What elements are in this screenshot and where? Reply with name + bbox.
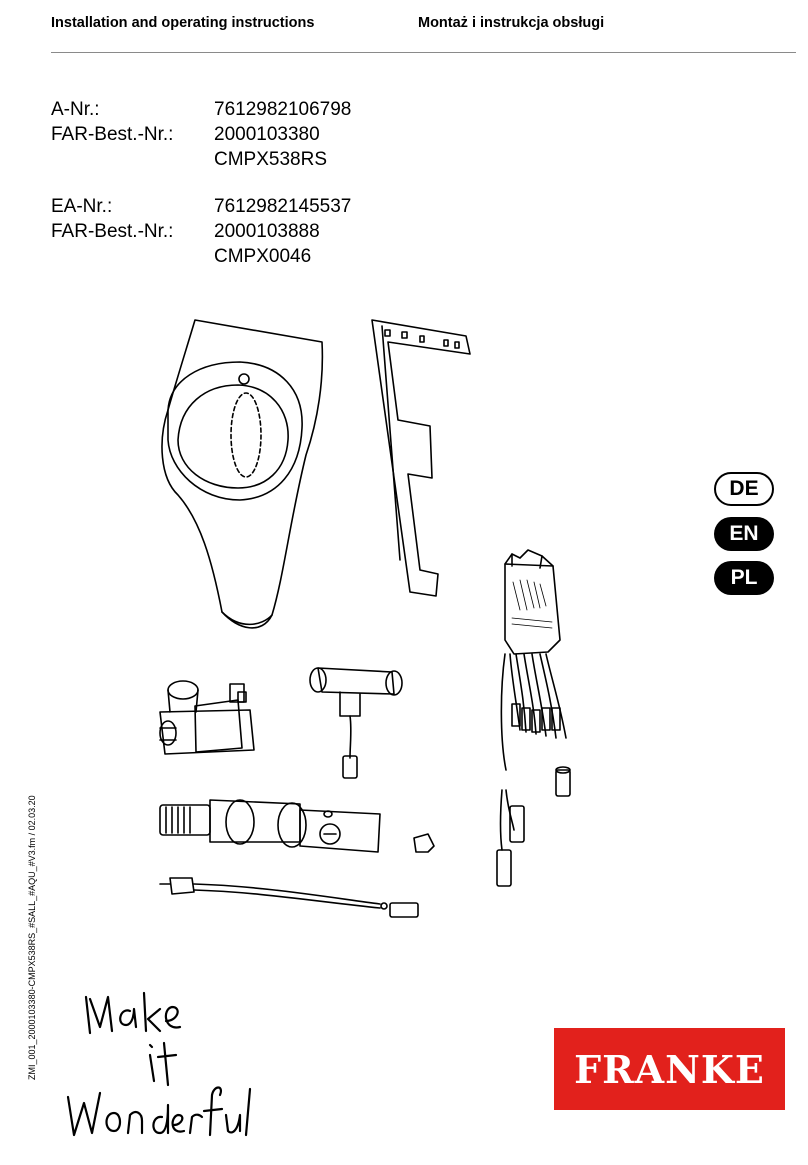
article-value: 7612982106798 <box>214 99 352 120</box>
article-value: 2000103380 <box>214 124 320 145</box>
language-badge-pl[interactable]: PL <box>714 561 774 595</box>
flow-connector-drawing <box>159 799 381 853</box>
mounting-bracket-drawing <box>371 319 471 597</box>
document-code: ZMI_001_2000103380-CMPX538RS_#SALL_#AQU_… <box>27 795 37 1080</box>
article-value: 7612982145537 <box>214 196 352 217</box>
article-value: 2000103888 <box>214 221 320 242</box>
small-fitting-drawing <box>413 833 435 853</box>
article-value: CMPX538RS <box>214 149 327 170</box>
language-badge-de[interactable]: DE <box>714 472 774 506</box>
article-value: CMPX0046 <box>214 246 312 267</box>
article-label: EA-Nr.: <box>51 196 113 217</box>
control-box-drawing <box>496 549 571 887</box>
header-title-pl: Montaż i instrukcja obsługi <box>418 15 605 31</box>
article-label: FAR-Best.-Nr.: <box>51 124 174 145</box>
t-connector-drawing <box>309 667 403 779</box>
header-title-en: Installation and operating instructions <box>51 15 315 31</box>
cable-drawing <box>159 877 419 918</box>
franke-logo: FRANKE <box>554 1028 785 1110</box>
article-label: A-Nr.: <box>51 99 100 120</box>
solenoid-valve-drawing <box>159 680 255 755</box>
header-rule <box>51 52 796 53</box>
article-label: FAR-Best.-Nr.: <box>51 221 174 242</box>
language-badge-en[interactable]: EN <box>714 517 774 551</box>
urinal-drawing <box>161 319 324 629</box>
slogan-make-it-wonderful <box>66 991 252 1137</box>
franke-logo-text: FRANKE <box>574 1046 765 1092</box>
